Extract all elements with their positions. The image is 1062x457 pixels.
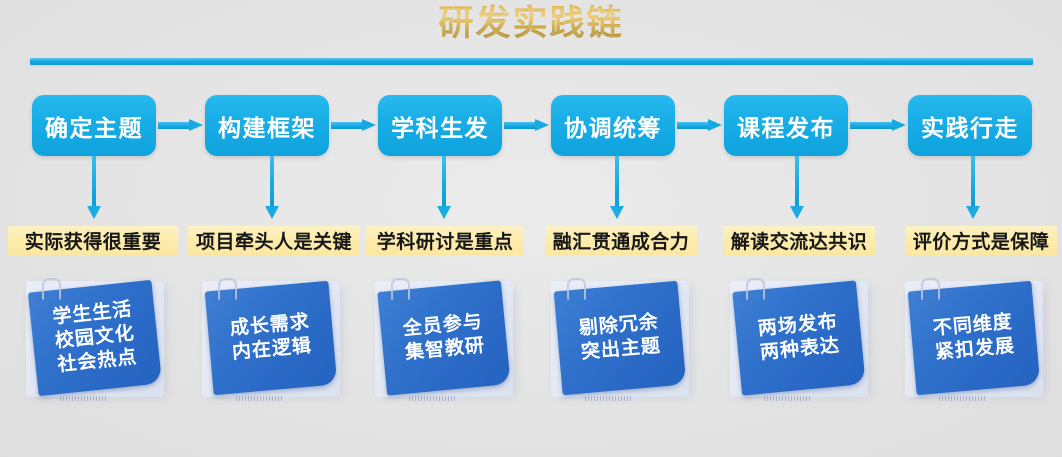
step-box-4[interactable]: 协调统筹	[551, 95, 675, 156]
step-box-5[interactable]: 课程发布	[724, 95, 848, 156]
arrow-down-icon-6	[966, 156, 980, 220]
step-box-6[interactable]: 实践行走	[908, 95, 1032, 156]
step-box-label: 协调统筹	[564, 114, 662, 141]
arrow-down-icon-2	[265, 156, 279, 220]
arrow-down-icon-5	[790, 156, 804, 220]
step-box-label: 学科生发	[391, 114, 489, 141]
step-box-label: 构建框架	[218, 114, 316, 141]
arrow-down-icon-3	[437, 156, 451, 220]
step-box-label: 课程发布	[737, 114, 835, 141]
paper-clip-icon	[921, 278, 940, 301]
note-card-6[interactable]: 不同维度 紧扣发展	[905, 278, 1055, 406]
arrow-right-icon-1	[158, 119, 203, 131]
note-card-1[interactable]: 学生生活 校园文化 社会热点	[26, 278, 176, 406]
arrow-right-icon-3	[504, 119, 549, 131]
caption-3: 学科研讨是重点	[366, 226, 524, 255]
paper-clip-icon	[567, 278, 586, 301]
arrow-down-icon-4	[610, 156, 624, 220]
step-box-label: 确定主题	[45, 114, 143, 141]
page-title: 研发实践链	[0, 2, 1062, 46]
step-box-2[interactable]: 构建框架	[205, 95, 329, 156]
paper-clip-icon	[391, 278, 410, 301]
arrow-right-icon-2	[331, 119, 376, 131]
arrow-right-icon-4	[677, 119, 722, 131]
step-box-1[interactable]: 确定主题	[32, 95, 156, 156]
caption-1: 实际获得很重要	[8, 226, 178, 255]
note-card-3[interactable]: 全员参与 集智教研	[375, 278, 525, 406]
note-card-5[interactable]: 两场发布 两种表达	[730, 278, 880, 406]
barcode-icon	[585, 396, 631, 401]
barcode-icon	[764, 396, 810, 401]
arrow-down-icon-1	[87, 156, 101, 220]
paper-clip-icon	[746, 278, 765, 301]
caption-5: 解读交流达共识	[723, 226, 875, 255]
step-box-3[interactable]: 学科生发	[378, 95, 502, 156]
title-divider-rule	[30, 58, 1033, 65]
note-card-2[interactable]: 成长需求 内在逻辑	[202, 278, 352, 406]
paper-clip-icon	[42, 278, 61, 301]
barcode-icon	[236, 396, 282, 401]
step-box-label: 实践行走	[921, 114, 1019, 141]
barcode-icon	[60, 396, 106, 401]
caption-2: 项目牵头人是关键	[188, 226, 360, 255]
note-card-4[interactable]: 剔除冗余 突出主题	[551, 278, 701, 406]
paper-clip-icon	[218, 278, 237, 301]
caption-4: 融汇贯通成合力	[545, 226, 697, 255]
arrow-right-icon-5	[850, 119, 906, 131]
barcode-icon	[939, 396, 985, 401]
caption-6: 评价方式是保障	[905, 226, 1057, 255]
barcode-icon	[409, 396, 455, 401]
